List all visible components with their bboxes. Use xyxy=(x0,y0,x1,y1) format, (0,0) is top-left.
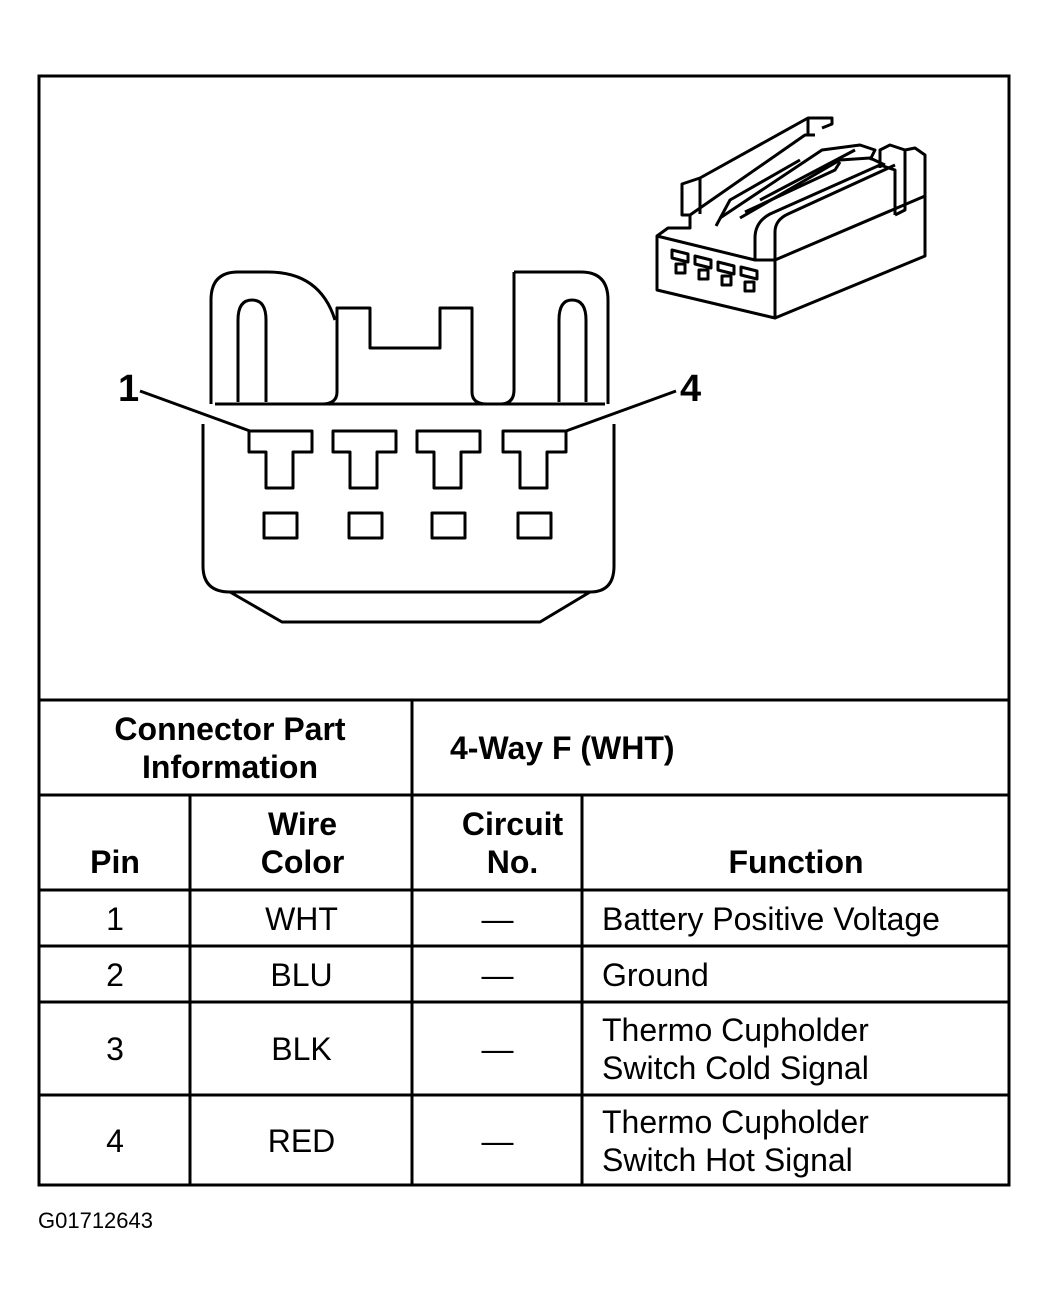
table-row-1-circuit-no: — xyxy=(481,900,514,937)
terminal-2 xyxy=(331,429,398,490)
header-function: Function xyxy=(728,844,864,880)
connector-part-info-value: 4-Way F (WHT) xyxy=(450,730,675,766)
table-row-1-pin: 1 xyxy=(106,900,124,937)
table-row-3-circuit-no: — xyxy=(481,1031,514,1067)
table-row-1-wire-color: WHT xyxy=(265,900,338,937)
table-row-4-circuit-no: — xyxy=(481,1122,514,1159)
table-row-3-function: Thermo Cupholder Switch Cold Signal xyxy=(602,1012,869,1086)
table-row-2-wire-color: BLU xyxy=(270,956,333,993)
pin-1-label: 1 xyxy=(118,368,140,410)
terminal-3 xyxy=(415,429,482,490)
table-row-4-wire-color: RED xyxy=(267,1122,336,1159)
table-row-4-function: Thermo Cupholder Switch Hot Signal xyxy=(602,1103,869,1178)
table-row-2-pin: 2 xyxy=(106,956,124,993)
table-grid xyxy=(37,74,1011,1187)
table-row-2-circuit-no: — xyxy=(481,956,514,993)
table-row-3-pin: 3 xyxy=(106,1031,124,1067)
table-row-4-pin: 4 xyxy=(106,1122,124,1159)
table-row-2-function: Ground xyxy=(602,956,709,993)
terminal-4 xyxy=(501,429,568,490)
terminal-1 xyxy=(247,429,314,490)
connector-isometric-view xyxy=(655,116,927,320)
connector-front-view xyxy=(139,270,677,624)
header-wire-color: Wire Color xyxy=(260,806,345,880)
header-pin: Pin xyxy=(90,844,140,880)
figure-code: G01712643 xyxy=(38,1208,153,1233)
pin-4-label: 4 xyxy=(680,368,702,410)
table-row-1-function: Battery Positive Voltage xyxy=(602,900,940,937)
table-row-3-wire-color: BLK xyxy=(271,1031,332,1067)
header-circuit-no: Circuit No. xyxy=(461,806,564,880)
connector-part-info-label: Connector Part Information xyxy=(114,711,346,785)
